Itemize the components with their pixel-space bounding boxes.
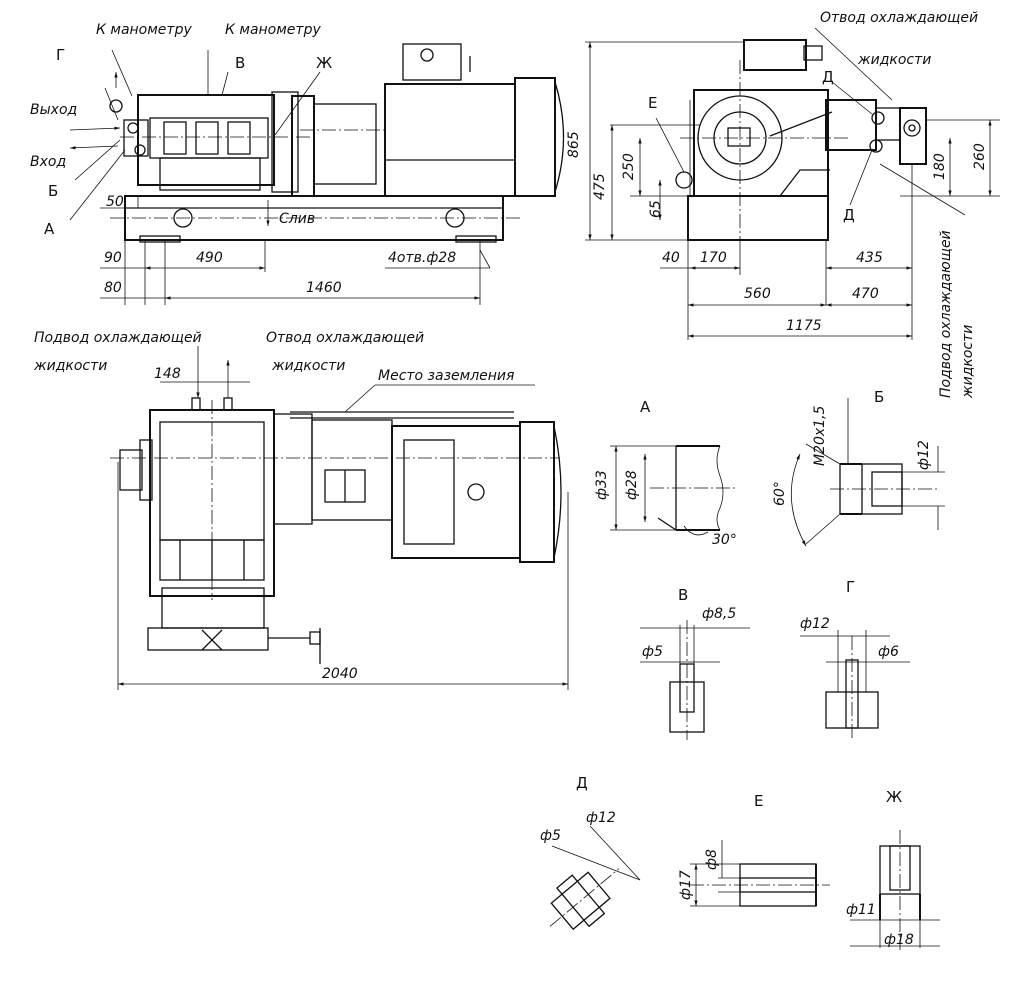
detail-v: В ф8,5 ф5 — [640, 586, 750, 740]
detail-g-label: Г — [846, 578, 855, 596]
detail-e: Е ф8 ф17 — [678, 792, 830, 907]
leader-e: Е — [648, 94, 657, 112]
detail-v-d85: ф8,5 — [702, 606, 736, 622]
dim-470: 470 — [852, 286, 879, 302]
inlet-label: Вход — [30, 154, 66, 170]
holes-label: 4отв.ф28 — [388, 250, 456, 266]
outlet-label: Выход — [30, 102, 77, 118]
dim-40: 40 — [662, 250, 680, 266]
dim-1460: 1460 — [306, 280, 342, 296]
dim-90: 90 — [104, 250, 122, 266]
leader-d-top: Д — [822, 68, 834, 86]
detail-b-label: Б — [874, 388, 884, 406]
detail-d-d12: ф12 — [586, 810, 616, 826]
leader-d-bottom: Д — [843, 206, 855, 224]
dim-1175: 1175 — [786, 318, 822, 334]
dim-475: 475 — [592, 173, 608, 200]
leader-zh: Ж — [316, 54, 332, 72]
dim-148: 148 — [154, 366, 181, 382]
dim-560: 560 — [744, 286, 771, 302]
side-view-left: Г К манометру К манометру В Ж Выход Вход… — [30, 22, 565, 305]
leader-v: В — [235, 54, 245, 72]
detail-zh-label: Ж — [886, 788, 902, 806]
plan-view: Подвод охлаждающей жидкости Отвод охлажд… — [33, 330, 569, 690]
plan-coolant-out-line2: жидкости — [271, 358, 345, 374]
detail-a-d33: ф33 — [594, 470, 610, 500]
grounding-label: Место заземления — [378, 368, 514, 384]
drain-label: Слив — [279, 211, 315, 227]
to-manometer-1: К манометру — [96, 22, 192, 38]
dim-50: 50 — [106, 194, 124, 210]
detail-v-d5: ф5 — [642, 644, 663, 660]
dim-250: 250 — [621, 153, 637, 180]
leader-b: Б — [48, 182, 58, 200]
leader-g: Г — [56, 46, 65, 64]
detail-g-d6: ф6 — [878, 644, 899, 660]
detail-b-angle: 60° — [772, 481, 788, 506]
detail-g: Г ф12 ф6 — [800, 578, 910, 740]
coolant-in-line1: Подвод охлаждающей — [938, 230, 954, 398]
detail-zh-d11: ф11 — [846, 902, 876, 918]
detail-e-label: Е — [754, 792, 763, 810]
dim-170: 170 — [700, 250, 727, 266]
leader-a: А — [44, 220, 55, 238]
dim-490: 490 — [196, 250, 223, 266]
to-manometer-2: К манометру — [225, 22, 321, 38]
detail-e-d8: ф8 — [704, 849, 720, 870]
detail-b-d12: ф12 — [916, 440, 932, 470]
detail-a-angle: 30° — [712, 532, 737, 548]
detail-v-label: В — [678, 586, 688, 604]
plan-coolant-in-line1: Подвод охлаждающей — [34, 330, 202, 346]
detail-b-thread: M20x1,5 — [812, 405, 828, 466]
end-view-right: Отвод охлаждающей жидкости Д Д Е 865 475… — [566, 10, 1000, 399]
dim-80: 80 — [104, 280, 122, 296]
detail-a-label: А — [640, 398, 651, 416]
detail-d-label: Д — [576, 774, 588, 792]
dim-65: 65 — [648, 200, 664, 218]
plan-coolant-out-line1: Отвод охлаждающей — [266, 330, 424, 346]
dim-180: 180 — [932, 153, 948, 180]
detail-a-d28: ф28 — [624, 470, 640, 500]
detail-a: А ф33 ф28 30° — [594, 398, 737, 548]
dim-865: 865 — [566, 131, 582, 158]
dim-2040: 2040 — [322, 666, 358, 682]
detail-zh: Ж ф11 ф18 — [846, 788, 940, 950]
dim-435: 435 — [856, 250, 883, 266]
detail-d-d5: ф5 — [540, 828, 561, 844]
detail-e-d17: ф17 — [678, 870, 694, 900]
dim-260: 260 — [972, 143, 988, 170]
coolant-in-line2: жидкости — [960, 325, 976, 399]
detail-d: Д ф5 ф12 — [540, 774, 641, 931]
coolant-out-line2: жидкости — [857, 52, 931, 68]
detail-g-d12: ф12 — [800, 616, 830, 632]
detail-zh-d18: ф18 — [884, 932, 914, 948]
coolant-out-line1: Отвод охлаждающей — [820, 10, 978, 26]
detail-b: Б M20x1,5 ф12 60° — [772, 388, 945, 547]
plan-coolant-in-line2: жидкости — [33, 358, 107, 374]
